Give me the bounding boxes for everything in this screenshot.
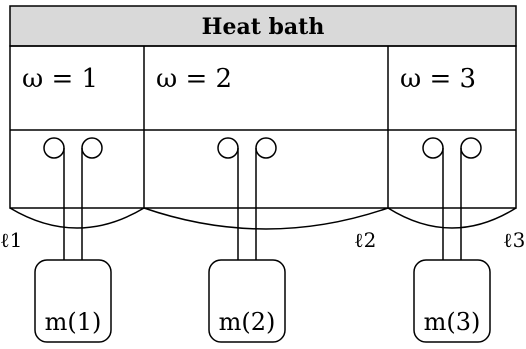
heat-bath-title: Heat bath	[202, 14, 325, 40]
bath-body	[9, 45, 517, 209]
sag-curve-2	[143, 207, 389, 230]
pulley-left-2	[217, 137, 239, 159]
pulley-left-1	[43, 137, 65, 159]
sag-curve-3	[387, 207, 517, 229]
mass-label-2: m(2)	[219, 308, 276, 336]
pulley-right-3	[460, 137, 482, 159]
mass-block-2	[208, 259, 286, 343]
heat-bath-header	[9, 5, 517, 47]
mass-block-3	[413, 259, 491, 343]
pulley-assembly-2	[217, 137, 277, 260]
pulley-left-3	[422, 137, 444, 159]
mass-block-1	[34, 259, 112, 343]
mass-label-1: m(1)	[45, 308, 102, 336]
omega-label-1: ω = 1	[22, 64, 98, 94]
ell-label-2: ℓ2	[354, 228, 376, 252]
mass-label-3: m(3)	[424, 308, 481, 336]
ell-label-1: ℓ1	[0, 228, 22, 252]
omega-label-2: ω = 2	[156, 64, 232, 94]
sag-curve-1	[9, 207, 145, 229]
omega-label-3: ω = 3	[400, 64, 476, 94]
pulley-assembly-1	[43, 137, 103, 260]
pulley-right-2	[255, 137, 277, 159]
pulley-assembly-3	[422, 137, 482, 260]
pulley-right-1	[81, 137, 103, 159]
ell-label-3: ℓ3	[503, 228, 525, 252]
